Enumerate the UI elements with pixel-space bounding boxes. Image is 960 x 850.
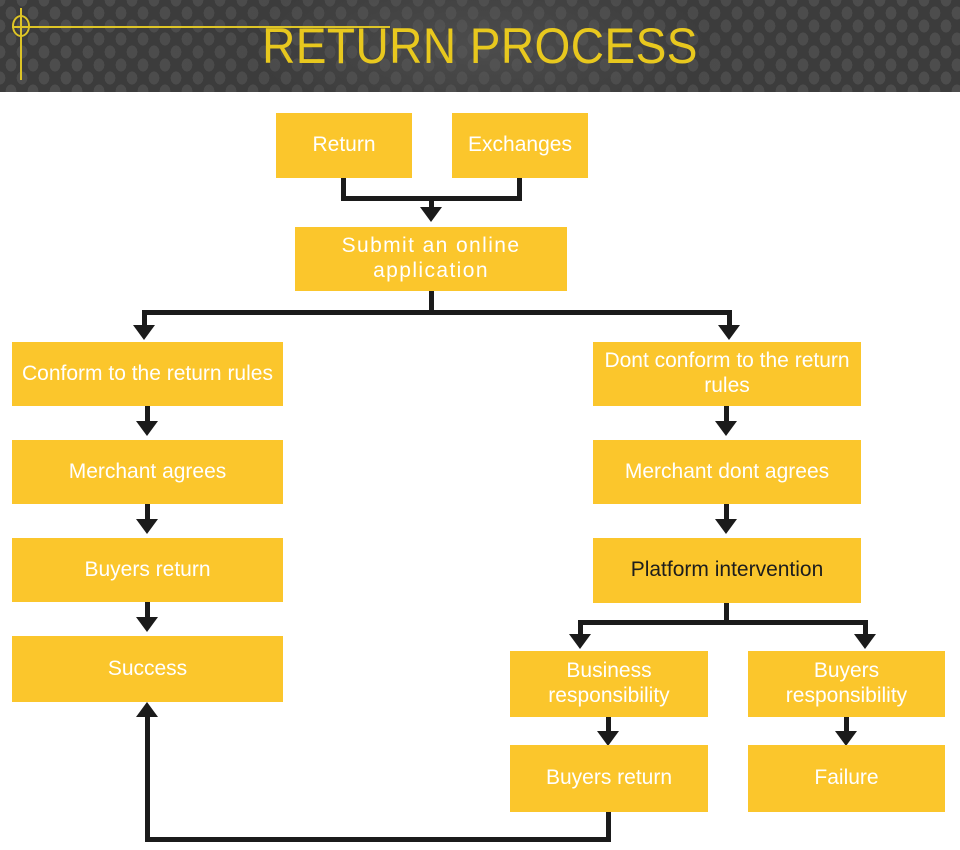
header-circle-icon <box>12 15 30 37</box>
connector-split-horizontal <box>142 310 732 315</box>
connector-business-branch-down <box>578 620 583 637</box>
node-return[interactable]: Return <box>276 113 412 178</box>
connector-merchant-to-buyers-return <box>145 504 150 522</box>
node-submit-application[interactable]: Submit an online application <box>295 227 567 291</box>
arrow-into-buyers-responsibility <box>854 634 876 649</box>
connector-dont-conform-to-merchant <box>724 406 729 424</box>
header-vignette <box>0 0 960 92</box>
arrow-into-failure <box>835 731 857 746</box>
connector-merchant-dont-to-platform <box>724 504 729 522</box>
arrow-into-merchant-dont-agrees <box>715 421 737 436</box>
header-vertical-rule <box>20 8 22 80</box>
connector-buyers-return-to-success <box>145 602 150 620</box>
connector-submit-down <box>429 291 434 314</box>
node-buyers-return-left[interactable]: Buyers return <box>12 538 283 602</box>
connector-business-to-buyers-return <box>606 717 611 733</box>
node-merchant-dont-agrees[interactable]: Merchant dont agrees <box>593 440 861 504</box>
connector-platform-split-horizontal <box>578 620 868 625</box>
node-merchant-agrees[interactable]: Merchant agrees <box>12 440 283 504</box>
connector-buyers-branch-down <box>863 620 868 637</box>
arrow-into-conform-rules <box>133 325 155 340</box>
arrow-into-platform-intervention <box>715 519 737 534</box>
arrow-into-submit <box>420 207 442 222</box>
arrow-into-buyers-return-left <box>136 519 158 534</box>
node-conform-rules[interactable]: Conform to the return rules <box>12 342 283 406</box>
arrow-into-business-responsibility <box>569 634 591 649</box>
node-success[interactable]: Success <box>12 636 283 702</box>
arrow-into-success <box>136 617 158 632</box>
header-horizontal-rule <box>12 26 390 28</box>
connector-merge-down <box>429 196 434 210</box>
connector-right-branch-down <box>727 310 732 328</box>
node-buyers-return-right[interactable]: Buyers return <box>510 745 708 812</box>
connector-conform-to-merchant <box>145 406 150 424</box>
node-exchanges[interactable]: Exchanges <box>452 113 588 178</box>
connector-buyers-resp-to-failure <box>844 717 849 733</box>
arrow-feedback-into-success <box>136 702 158 717</box>
arrow-into-buyers-return-right <box>597 731 619 746</box>
node-buyers-responsibility[interactable]: Buyers responsibility <box>748 651 945 717</box>
node-dont-conform-rules[interactable]: Dont conform to the return rules <box>593 342 861 406</box>
page-title: RETURN PROCESS <box>262 18 698 74</box>
connector-feedback-up <box>145 717 150 839</box>
connector-feedback-horizontal <box>145 837 611 842</box>
node-failure[interactable]: Failure <box>748 745 945 812</box>
node-platform-intervention[interactable]: Platform intervention <box>593 538 861 603</box>
connector-exchanges-down <box>517 178 522 200</box>
node-business-responsibility[interactable]: Business responsibility <box>510 651 708 717</box>
arrow-into-merchant-agrees <box>136 421 158 436</box>
connector-platform-down <box>724 603 729 623</box>
connector-return-down <box>341 178 346 200</box>
connector-feedback-down <box>606 812 611 842</box>
page-header: RETURN PROCESS <box>0 0 960 92</box>
arrow-into-dont-conform-rules <box>718 325 740 340</box>
connector-left-branch-down <box>142 310 147 328</box>
